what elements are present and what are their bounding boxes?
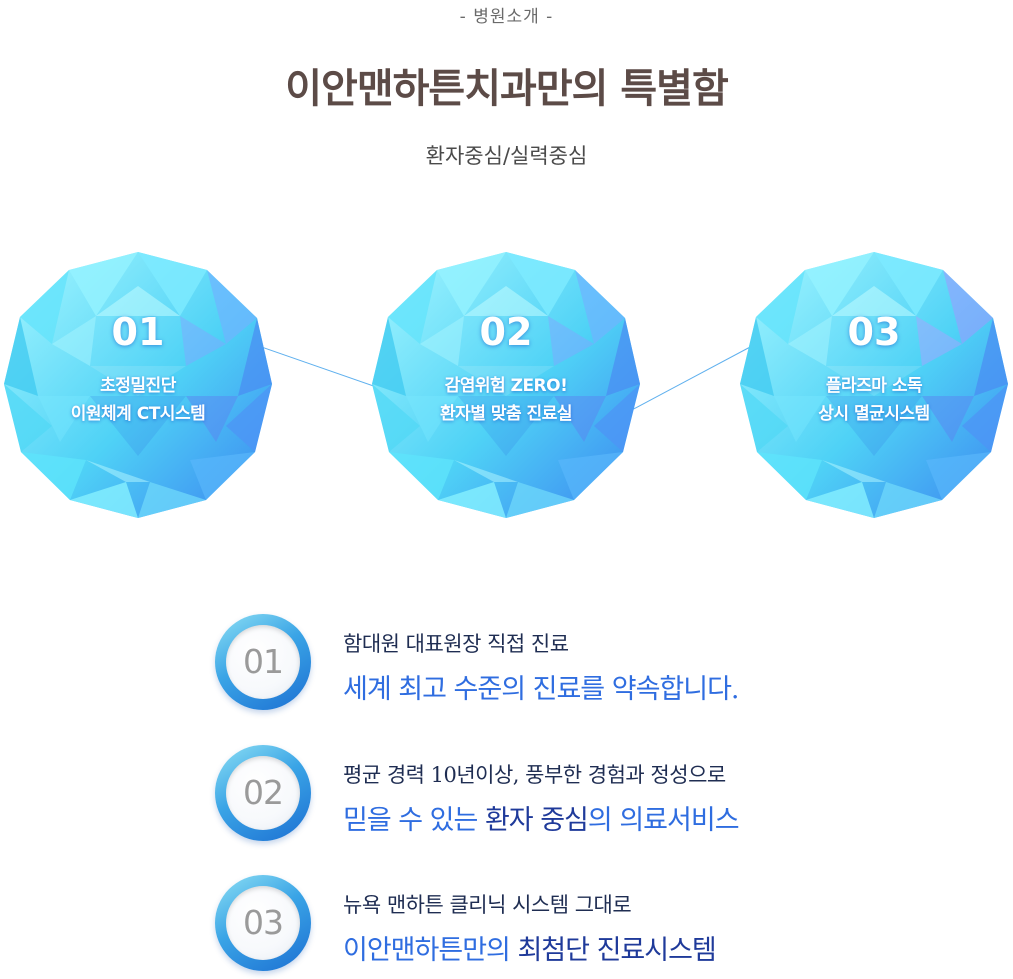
- gem-number: 03: [847, 310, 901, 354]
- badge-number: 01: [226, 625, 300, 699]
- feature-heading: 함대원 대표원장 직접 진료: [343, 632, 569, 656]
- section-eyebrow: - 병원소개 -: [459, 7, 554, 27]
- feature-item-3: 03 뉴욕 맨하튼 클리닉 시스템 그대로 이안맨하튼만의 최첨단 진료시스템: [215, 875, 855, 979]
- page-subtitle: 환자중심/실력중심: [425, 144, 588, 168]
- gem-title: 플라즈마 소독: [825, 376, 923, 396]
- feature-highlight: 믿을 수 있는 환자 중심의 의료서비스: [343, 798, 740, 837]
- number-ring-badge: 03: [215, 875, 311, 971]
- feature-highlight-part: 이안맨하튼만의: [343, 935, 518, 966]
- feature-item-1: 01 함대원 대표원장 직접 진료 세계 최고 수준의 진료를 약속합니다.: [215, 614, 855, 718]
- feature-item-2: 02 평균 경력 10년이상, 풍부한 경험과 정성으로 믿을 수 있는 환자 …: [215, 745, 855, 849]
- number-ring-badge: 02: [215, 745, 311, 841]
- feature-highlight: 세계 최고 수준의 진료를 약속합니다.: [343, 674, 740, 705]
- feature-heading: 뉴욕 맨하튼 클리닉 시스템 그대로: [343, 893, 632, 917]
- connector-line-1: [249, 342, 386, 391]
- geodesic-gem-icon: [372, 252, 640, 518]
- feature-highlight-part: 믿을 수 있는: [343, 805, 485, 836]
- gem-subtitle: 이원체계 CT시스템: [70, 404, 206, 424]
- gem-feature-1: 01 초정밀진단 이원체계 CT시스템: [0, 246, 276, 522]
- gem-feature-2: 02 감염위험 ZERO! 환자별 맞춤 진료실: [368, 246, 644, 522]
- gem-subtitle: 상시 멸균시스템: [818, 404, 930, 424]
- gem-number: 02: [479, 310, 533, 354]
- feature-heading: 평균 경력 10년이상, 풍부한 경험과 정성으로: [343, 763, 726, 787]
- feature-highlight-emphasis: 환자 중심: [484, 805, 589, 836]
- feature-highlight: 이안맨하튼만의 최첨단 진료시스템: [343, 928, 717, 967]
- gem-title: 초정밀진단: [100, 376, 176, 396]
- gem-feature-3: 03 플라즈마 소독 상시 멸균시스템: [736, 246, 1012, 522]
- badge-number: 03: [226, 886, 300, 960]
- geodesic-gem-icon: [740, 252, 1008, 518]
- feature-highlight-part: 의 의료서비스: [587, 805, 740, 836]
- number-ring-badge: 01: [215, 614, 311, 710]
- gem-number: 01: [111, 310, 165, 354]
- geodesic-gem-icon: [4, 252, 272, 518]
- feature-highlight-emphasis: 최첨단 진료시스템: [517, 935, 716, 966]
- page-title: 이안맨하튼치과만의 특별함: [285, 66, 729, 112]
- gem-title: 감염위험 ZERO!: [444, 376, 568, 396]
- gem-subtitle: 환자별 맞춤 진료실: [440, 404, 572, 424]
- badge-number: 02: [226, 756, 300, 830]
- connector-line-2: [627, 345, 753, 413]
